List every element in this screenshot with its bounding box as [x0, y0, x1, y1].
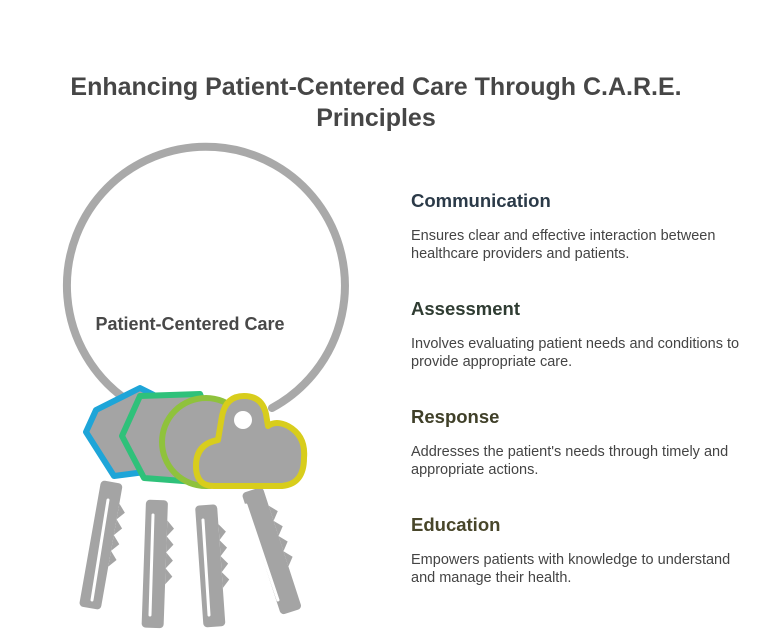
key-blade-education	[242, 487, 301, 615]
principle-communication: Communication Ensures clear and effectiv…	[411, 190, 741, 298]
principle-title: Education	[411, 514, 501, 535]
principle-response: Response Addresses the patient's needs t…	[411, 406, 741, 514]
page-title: Enhancing Patient-Centered Care Through …	[70, 73, 682, 132]
principle-title: Communication	[411, 190, 551, 211]
key-hole-education	[234, 411, 252, 429]
principles-list: Communication Ensures clear and effectiv…	[411, 190, 741, 622]
key-blade-response	[195, 504, 230, 628]
center-label: Patient-Centered Care	[95, 314, 285, 334]
principle-title: Response	[411, 406, 500, 427]
principle-description: Involves evaluating patient needs and co…	[411, 336, 740, 370]
principle-description: Empowers patients with knowledge to unde…	[411, 552, 731, 586]
principle-education: Education Empowers patients with knowled…	[411, 514, 741, 622]
principle-title: Assessment	[411, 298, 521, 319]
key-head-education	[193, 393, 308, 489]
key-blade-communication	[79, 480, 125, 610]
principle-description: Ensures clear and effective interaction …	[411, 228, 716, 262]
key-ring	[62, 142, 349, 412]
key-blade-assessment	[141, 499, 175, 629]
principle-description: Addresses the patient's needs through ti…	[411, 444, 729, 478]
principle-assessment: Assessment Involves evaluating patient n…	[411, 298, 741, 406]
